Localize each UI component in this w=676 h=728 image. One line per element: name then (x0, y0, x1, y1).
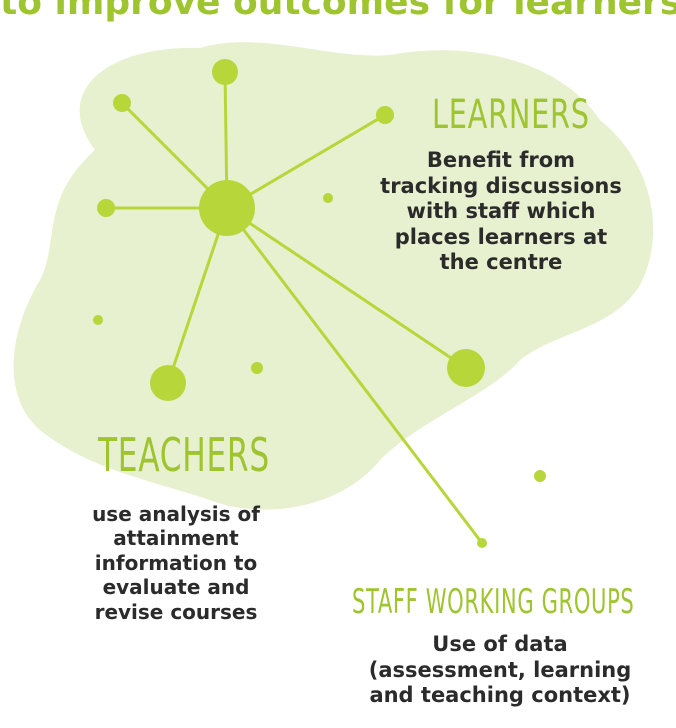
teachers-line: information to (94, 550, 258, 575)
learners-heading: LEARNERS (432, 92, 590, 138)
staff-line: and teaching context) (369, 683, 631, 708)
teachers-line: revise courses (94, 599, 258, 624)
staff-line: Use of data (432, 632, 568, 656)
right-upper-node (376, 106, 394, 124)
connector-line (166, 206, 229, 385)
learners-line: with staff which (406, 199, 596, 224)
learners-line: Benefit from (426, 148, 576, 172)
connector-line (225, 113, 387, 210)
teachers-line: evaluate and (102, 575, 250, 600)
staff-heading: STAFF WORKING GROUPS (352, 582, 635, 622)
bottom-node (477, 538, 487, 548)
teachers-text: use analysis of attainment information t… (62, 502, 290, 624)
connector-line (225, 206, 484, 545)
teachers-line: use analysis of (92, 502, 260, 526)
page-title: to improve outcomes for learners (0, 0, 676, 23)
right-lower-node (447, 349, 485, 387)
diagram-nodes (93, 59, 546, 548)
left-node (97, 199, 115, 217)
connector-line (225, 206, 468, 370)
teachers-line: attainment (113, 526, 239, 551)
top-left-node (113, 94, 131, 112)
bottom-left-node (150, 365, 186, 401)
floating-dot (93, 315, 103, 325)
learners-line: the centre (439, 250, 563, 275)
hub-node (199, 180, 255, 236)
top-node (212, 59, 238, 85)
learners-line: places learners at (394, 224, 608, 249)
floating-dot (251, 362, 263, 374)
staff-text: Use of data (assessment, learning and te… (350, 632, 650, 709)
learners-text: Benefit from tracking discussions with s… (356, 148, 646, 276)
floating-dot (323, 193, 333, 203)
staff-line: (assessment, learning (368, 657, 632, 682)
teachers-heading: TEACHERS (98, 428, 270, 482)
learners-line: tracking discussions (380, 173, 622, 198)
floating-dot (534, 470, 546, 482)
